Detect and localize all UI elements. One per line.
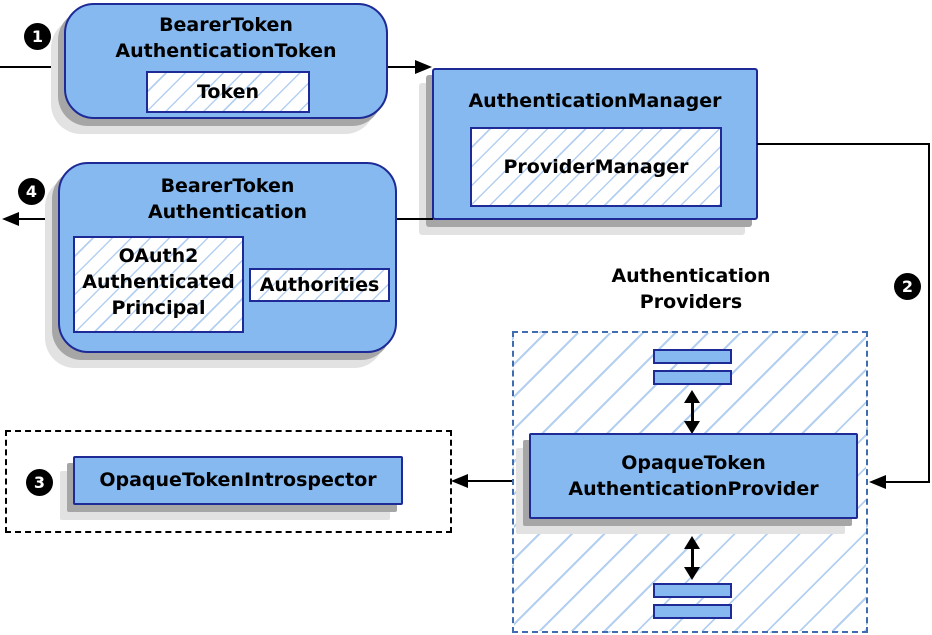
node-title-line: BearerToken	[159, 14, 293, 36]
other-provider-bar	[653, 583, 732, 598]
node-title-line: OpaqueToken	[621, 452, 766, 474]
chip-label-line: Authenticated	[82, 271, 235, 293]
token-to-manager-line	[388, 66, 416, 68]
bearer-token-authentication-node: BearerToken Authentication OAuth2 Authen…	[58, 162, 397, 353]
provider-exchange-arrow-icon	[684, 390, 700, 434]
authentication-out-line	[18, 218, 58, 220]
provider-exchange-arrow-icon	[684, 536, 700, 580]
manager-to-provider-line-top	[757, 143, 930, 145]
incoming-request-line	[0, 66, 66, 68]
authorities-chip: Authorities	[249, 268, 390, 302]
provider-arrowhead-icon	[869, 475, 886, 489]
node-title-line: AuthenticationManager	[468, 90, 722, 112]
authentication-providers-group: OpaqueToken AuthenticationProvider	[512, 331, 868, 633]
introspector-arrowhead-icon	[451, 474, 468, 488]
manager-to-authentication-line	[397, 218, 433, 220]
step-4-badge: 4	[18, 178, 45, 205]
node-title-line: BearerToken	[160, 175, 295, 197]
token-chip: Token	[146, 71, 310, 113]
provider-manager-chip: ProviderManager	[470, 127, 722, 207]
authentication-out-arrowhead-icon	[2, 212, 19, 226]
chip-label-line: OAuth2	[118, 245, 199, 267]
token-to-manager-arrowhead-icon	[415, 60, 432, 74]
node-title-line: Authentication	[147, 201, 308, 223]
opaque-token-authentication-provider-node: OpaqueToken AuthenticationProvider	[529, 433, 858, 519]
step-3-badge: 3	[26, 469, 53, 496]
authentication-manager-node: AuthenticationManager ProviderManager	[432, 68, 758, 220]
authentication-providers-label: Authentication Providers	[566, 263, 816, 315]
other-provider-bar	[653, 604, 732, 619]
provider-to-introspector-line	[467, 480, 512, 482]
node-title-line: AuthenticationProvider	[568, 478, 819, 500]
bearer-token-authentication-token-node: BearerToken AuthenticationToken Token	[64, 3, 388, 119]
label-line: Authentication	[611, 265, 771, 287]
manager-to-provider-line-bottom	[885, 481, 930, 483]
chip-label-line: Principal	[111, 297, 206, 319]
other-provider-bar	[653, 349, 732, 364]
other-provider-bar	[653, 370, 732, 385]
node-title-line: AuthenticationToken	[115, 40, 337, 62]
step-2-badge: 2	[894, 273, 921, 300]
label-line: Providers	[639, 291, 743, 313]
opaque-token-introspector-node: OpaqueTokenIntrospector	[73, 456, 403, 505]
step-1-badge: 1	[24, 23, 51, 50]
oauth2-authenticated-principal-chip: OAuth2 Authenticated Principal	[73, 236, 244, 333]
manager-to-provider-line-right	[928, 143, 930, 483]
